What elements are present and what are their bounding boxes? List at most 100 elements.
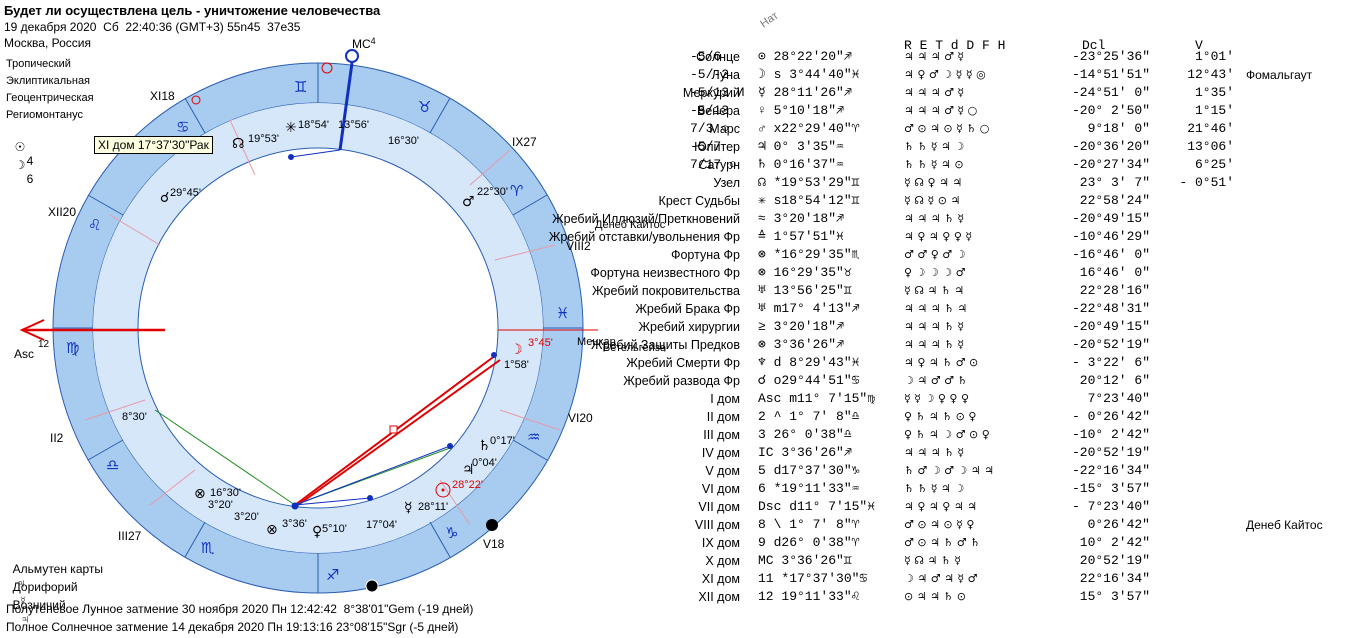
row-longitude: ♅ m17° 4'13"♐ [758,301,860,316]
table-row: Жребий Иллюзий/Преткновений ≈ 3°20'18"♐ ♃ … [0,210,1348,228]
setting-center: Геоцентрическая [6,92,94,104]
node-icon: ☊ [232,136,244,152]
star-label-deneb: Денеб Кайтос [595,219,666,231]
label-node: 19°53' [248,133,279,145]
row-rulers: ♃ ♃ ♃ ♂ ☿ [904,50,965,63]
row-velocity: - 0°51' [1179,175,1234,190]
row-declination: 7°23'40" [1087,391,1150,406]
setting-zodiac: Тропический [6,58,71,70]
pisces-icon: ♓ [556,304,569,322]
house-vi: VI20 [568,411,593,425]
row-rulers: ♂ ⊙ ♃ ⊙ ☿ ♀ [904,518,975,531]
row-longitude: ✳ s18°54'12"♊ [758,193,860,208]
row-longitude: ⊗ 3°36'26"♐ [758,337,844,352]
chart-wheel[interactable]: ♊ ♉ ♈ ♓ ♒ ♑ ♐ ♏ ♎ ♍ ♌ ♋ MC4 Asc 12 XI18 … [0,0,640,638]
row-declination: -24°51' 0" [1071,85,1150,100]
row-declination: -20°49'15" [1071,319,1150,334]
row-declination: 15° 3'57" [1079,589,1150,604]
row-name: Узел [713,176,740,190]
row-velocity: 1°01' [1194,49,1234,64]
row-declination: 0°26'42" [1087,517,1150,532]
aspect-blue-1 [294,497,371,506]
row-rulers: ♀ ♄ ♃ ♄ ⊙ ♀ [904,410,977,423]
row-rulers: ☿ ☊ ♃ ♄ ☿ [904,554,961,567]
dcl-header: Dcl [1082,38,1106,53]
label-ic: 3°36' [282,518,307,530]
aspect-blue-2 [294,445,451,506]
row-rulers: ☿ ☊ ☿ ⊙ ♃ [904,194,961,207]
row-longitude: 2 ^ 1° 7' 8"♎ [758,409,860,424]
row-position: -5/13 [690,103,730,118]
saturn-icon: ♄ [478,438,491,454]
row-longitude: ≈ 3°20'18"♐ [758,211,844,226]
row-longitude: Asc m11° 7'15"♍ [758,391,876,406]
mercury-dot [367,495,373,501]
row-velocity: 13°06' [1187,139,1234,154]
row-declination: -20°52'19" [1071,445,1150,460]
row-declination: 9°18' 0" [1087,121,1150,136]
aspect-green-1 [154,409,296,506]
row-name: XI дом [701,572,740,586]
ic-dot [291,502,299,510]
row-rulers: ☿ ☿ ☽ ♀ ♀ ♀ [904,392,970,405]
row-name: IV дом [701,446,740,460]
row-declination: 10° 2'42" [1079,535,1150,550]
row-longitude: Dsc d11° 7'15"♓ [758,499,876,514]
sagittarius-icon: ♐ [326,566,339,584]
cancer-icon: ♋ [176,118,189,136]
venus-icon: ♀ [312,524,322,540]
house-xi: XI18 [150,89,175,103]
row-star: Фомальгаут [1246,68,1313,82]
row-velocity: 6°25' [1194,157,1234,172]
chart-place: Москва, Россия [4,36,91,50]
row-velocity: 21°46' [1187,121,1234,136]
row-declination: -20°36'20" [1071,139,1150,154]
table-row: Фортуна неизвестного Фр⊗ 16°29'35"♉♀ ☽ ☽… [0,264,1348,282]
xi-point [191,95,201,105]
setting-houses: Региомонтанус [6,109,83,121]
row-declination: 20°12' 6" [1079,373,1150,388]
chart-title: Будет ли осуществлена цель - уничтожение… [4,3,381,18]
row-position: -5/6 [690,49,722,64]
row-declination: - 3°22' 6" [1071,355,1150,370]
row-name: Жребий Иллюзий/Преткновений [552,212,740,226]
label-sun: 28°22' [452,479,483,491]
cross-icon: ✳ [285,120,297,136]
row-declination: - 7°23'40" [1071,499,1150,514]
label-illusion: 3°20' [208,499,233,511]
label-moon: 3°45' [528,337,553,349]
row-name: Жребий покровительства [592,284,740,298]
row-declination: -10° 2'42" [1071,427,1150,442]
row-rulers: ♃ ♃ ♃ ♄ ☿ [904,446,965,459]
sun-icon: ☉ [14,140,26,154]
table-row: Меркурий-5/13 И☿ 28°11'26"♐♃ ♃ ♃ ♂ ☿-24°… [0,84,1348,102]
eclipse-marker-solar [486,519,498,531]
label-marriage: 17°04' [366,519,397,531]
taurus-icon: ♉ [418,98,431,116]
mc-point [321,62,333,74]
row-rulers: ♃ ♃ ♃ ♄ ☿ [904,212,965,225]
sun-icon [435,482,451,498]
row-rulers: ♃ ♃ ♃ ♂ ☿ ○ [904,104,978,117]
row-rulers: ♃ ♀ ♃ ♀ ♀ ☿ [904,230,973,243]
row-rulers: ♀ ♄ ♃ ☽ ♂ ⊙ ♀ [904,428,990,441]
row-declination: -20° 2'50" [1071,103,1150,118]
house-tooltip: XI дом 17°37'30"Рак [94,136,213,154]
planet-labels: 19°53' 18°54' 13°56' 16°30' 22°30' 29°45… [122,119,553,535]
row-name: Крест Судьбы [658,194,740,208]
row-name: Луна [711,68,740,82]
aquarius-icon: ♒ [527,428,540,446]
label-surgery: 3°20' [234,511,259,523]
row-longitude: ☽ s 3°44'40"♓ [758,67,860,82]
chart-datetime: 19 декабря 2020 Сб 22:40:36 (GMT+3) 55n4… [4,20,301,34]
row-declination: -20°27'34" [1071,157,1150,172]
row-rulers: ♃ ♃ ♃ ♄ ♃ [904,302,968,315]
